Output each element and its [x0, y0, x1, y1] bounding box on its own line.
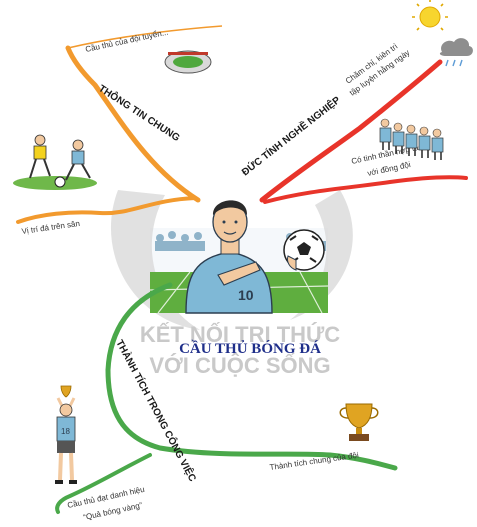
item-field-position: Vị trí đá trên sân [21, 219, 80, 236]
central-image: 10 [110, 190, 353, 330]
shirt-number: 10 [238, 287, 254, 303]
branch-achievements: THÀNH TÍCH TRONG CÔNG VIỆC Thành tích ch… [55, 282, 398, 522]
soccer-ball-icon [283, 229, 325, 271]
sun-icon [412, 0, 448, 31]
player-trophy-icon: 18 [55, 385, 77, 484]
watermark-line-2: VỚI CUỘC SỐNG [149, 352, 330, 378]
item-teamwork-2: với đồng đội [367, 160, 412, 178]
branch-ethics: ĐỨC TÍNH NGHỀ NGHIỆP Chăm chỉ, kiên trì … [239, 0, 473, 204]
rain-cloud-icon [439, 38, 473, 67]
stadium-icon [164, 50, 212, 74]
watermark-line-1: KẾT NỐI TRI THỨC [140, 321, 340, 347]
svg-text:18: 18 [61, 427, 70, 436]
branch-ethics-label: ĐỨC TÍNH NGHỀ NGHIỆP [239, 93, 343, 178]
football-player-icon: 10 [185, 200, 273, 314]
central-title: CẦU THỦ BÓNG ĐÁ [179, 340, 321, 357]
item-national-team: Cầu thủ của đội tuyển... [85, 28, 170, 54]
trophy-icon [339, 403, 379, 441]
players-icon [13, 134, 97, 190]
branch-general-label: THÔNG TIN CHUNG [96, 82, 182, 144]
team-icon [379, 118, 444, 160]
